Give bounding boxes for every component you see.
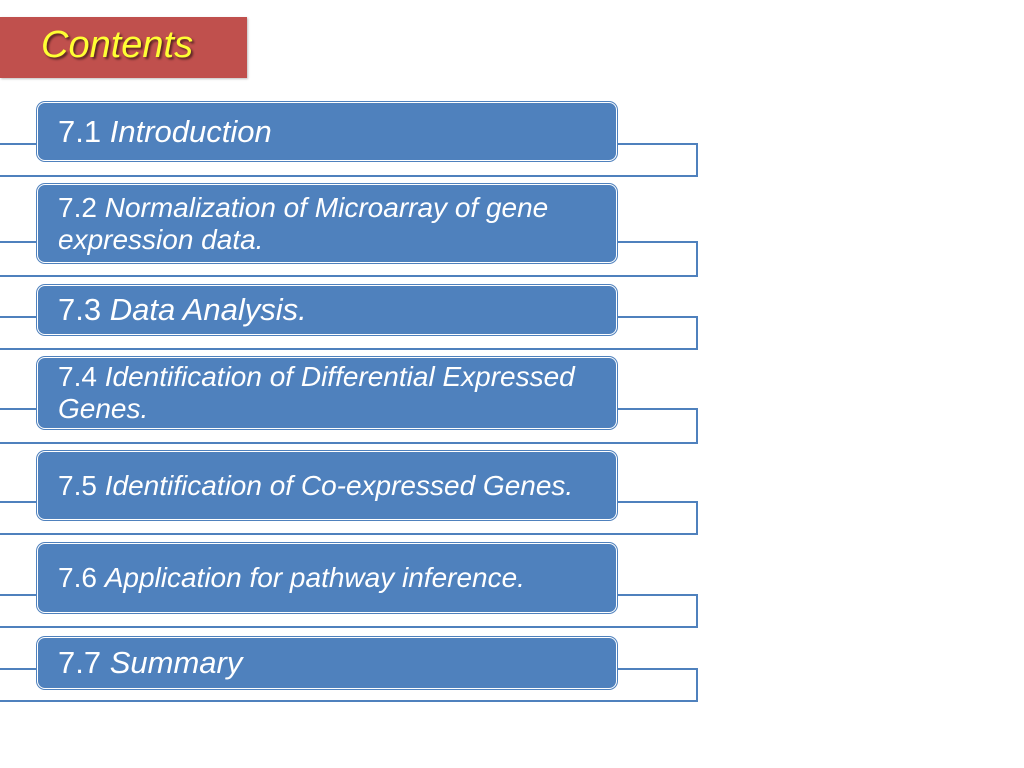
item-number: 7.6 (58, 562, 97, 594)
connector-bracket-4 (0, 408, 698, 444)
item-number: 7.2 (58, 191, 97, 223)
contents-item-7-7[interactable]: 7.7 Summary (37, 637, 617, 689)
contents-item-7-4[interactable]: 7.4 Identification of Differential Expre… (37, 357, 617, 429)
item-label: Identification of Co-expressed Genes. (104, 469, 574, 501)
item-label: Normalization of Microarray of gene expr… (58, 191, 549, 255)
contents-item-7-1[interactable]: 7.1 Introduction (37, 102, 617, 161)
item-label: Introduction (109, 113, 272, 149)
contents-item-7-6[interactable]: 7.6 Application for pathway inference. (37, 543, 617, 613)
connector-bracket-6 (0, 594, 698, 628)
slide-title: Contents (41, 24, 194, 66)
contents-item-7-2[interactable]: 7.2 Normalization of Microarray of gene … (37, 184, 617, 263)
item-number: 7.3 (58, 292, 102, 328)
item-number: 7.5 (58, 469, 97, 501)
connector-bracket-2 (0, 241, 698, 277)
item-label: Summary (109, 645, 243, 681)
connector-bracket-7 (0, 668, 698, 702)
item-number: 7.1 (58, 113, 102, 149)
contents-item-7-5[interactable]: 7.5 Identification of Co-expressed Genes… (37, 451, 617, 520)
connector-bracket-1 (0, 143, 698, 177)
item-number: 7.4 (58, 361, 97, 393)
contents-item-7-3[interactable]: 7.3 Data Analysis. (37, 285, 617, 335)
item-number: 7.7 (58, 645, 102, 681)
item-label: Application for pathway inference. (104, 562, 525, 594)
item-label: Data Analysis. (109, 292, 307, 328)
item-label: Identification of Differential Expressed… (58, 361, 575, 424)
connector-bracket-5 (0, 501, 698, 535)
title-banner (0, 17, 247, 78)
connector-bracket-3 (0, 316, 698, 350)
